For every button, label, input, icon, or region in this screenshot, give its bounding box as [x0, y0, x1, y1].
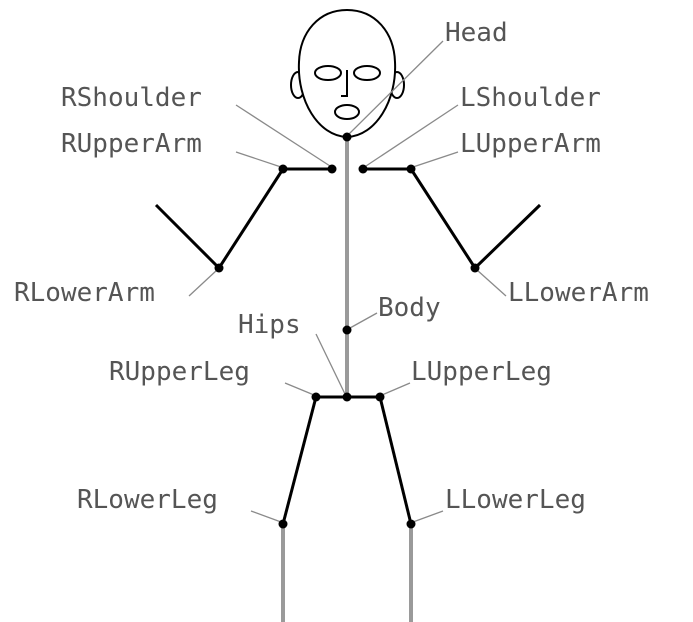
label-rlowerleg: RLowerLeg	[77, 485, 218, 515]
joint-lshoulder	[359, 165, 368, 174]
right-lower-arm-bone	[156, 205, 219, 268]
rlowerleg-leader	[251, 511, 281, 522]
joint-body	[343, 326, 352, 335]
head-figure	[291, 10, 404, 137]
joint-hips	[343, 393, 352, 402]
right-upper-arm-bone	[219, 169, 283, 268]
left-lower-arm-bone	[475, 205, 540, 268]
joint-rlowerarm	[215, 264, 224, 273]
label-body: Body	[378, 293, 441, 323]
joint-llowerarm	[471, 264, 480, 273]
joint-rupperarm	[279, 165, 288, 174]
rlowerarm-leader	[189, 270, 217, 296]
left-upper-arm-bone	[411, 169, 475, 268]
label-hips: Hips	[238, 310, 301, 340]
rupperarm-leader	[236, 152, 281, 167]
label-rupperleg: RUpperLeg	[109, 357, 250, 387]
label-lupperleg: LUpperLeg	[411, 357, 552, 387]
llowerarm-leader	[477, 270, 506, 296]
right-upper-leg-bone	[283, 397, 316, 524]
joint-lupperleg	[376, 393, 385, 402]
llowerleg-leader	[413, 511, 443, 522]
label-rlowerarm: RLowerArm	[14, 278, 155, 308]
hips-leader	[316, 334, 345, 394]
label-rupperarm: RUpperArm	[61, 129, 202, 159]
joint-llowerleg	[407, 520, 416, 529]
left-upper-leg-bone	[380, 397, 411, 524]
lupperarm-leader	[413, 152, 458, 167]
rupperleg-leader	[285, 383, 314, 395]
label-head: Head	[445, 18, 508, 48]
joint-rupperleg	[312, 393, 321, 402]
label-llowerarm: LLowerArm	[508, 278, 649, 308]
joint-head	[343, 133, 352, 142]
joint-rshoulder	[328, 165, 337, 174]
joint-rlowerleg	[279, 520, 288, 529]
label-rshoulder: RShoulder	[61, 83, 202, 113]
body-leader	[350, 313, 377, 328]
label-llowerleg: LLowerLeg	[445, 485, 586, 515]
label-lupperarm: LUpperArm	[460, 129, 601, 159]
lupperleg-leader	[382, 383, 410, 395]
label-lshoulder: LShoulder	[460, 83, 601, 113]
joint-lupperarm	[407, 165, 416, 174]
